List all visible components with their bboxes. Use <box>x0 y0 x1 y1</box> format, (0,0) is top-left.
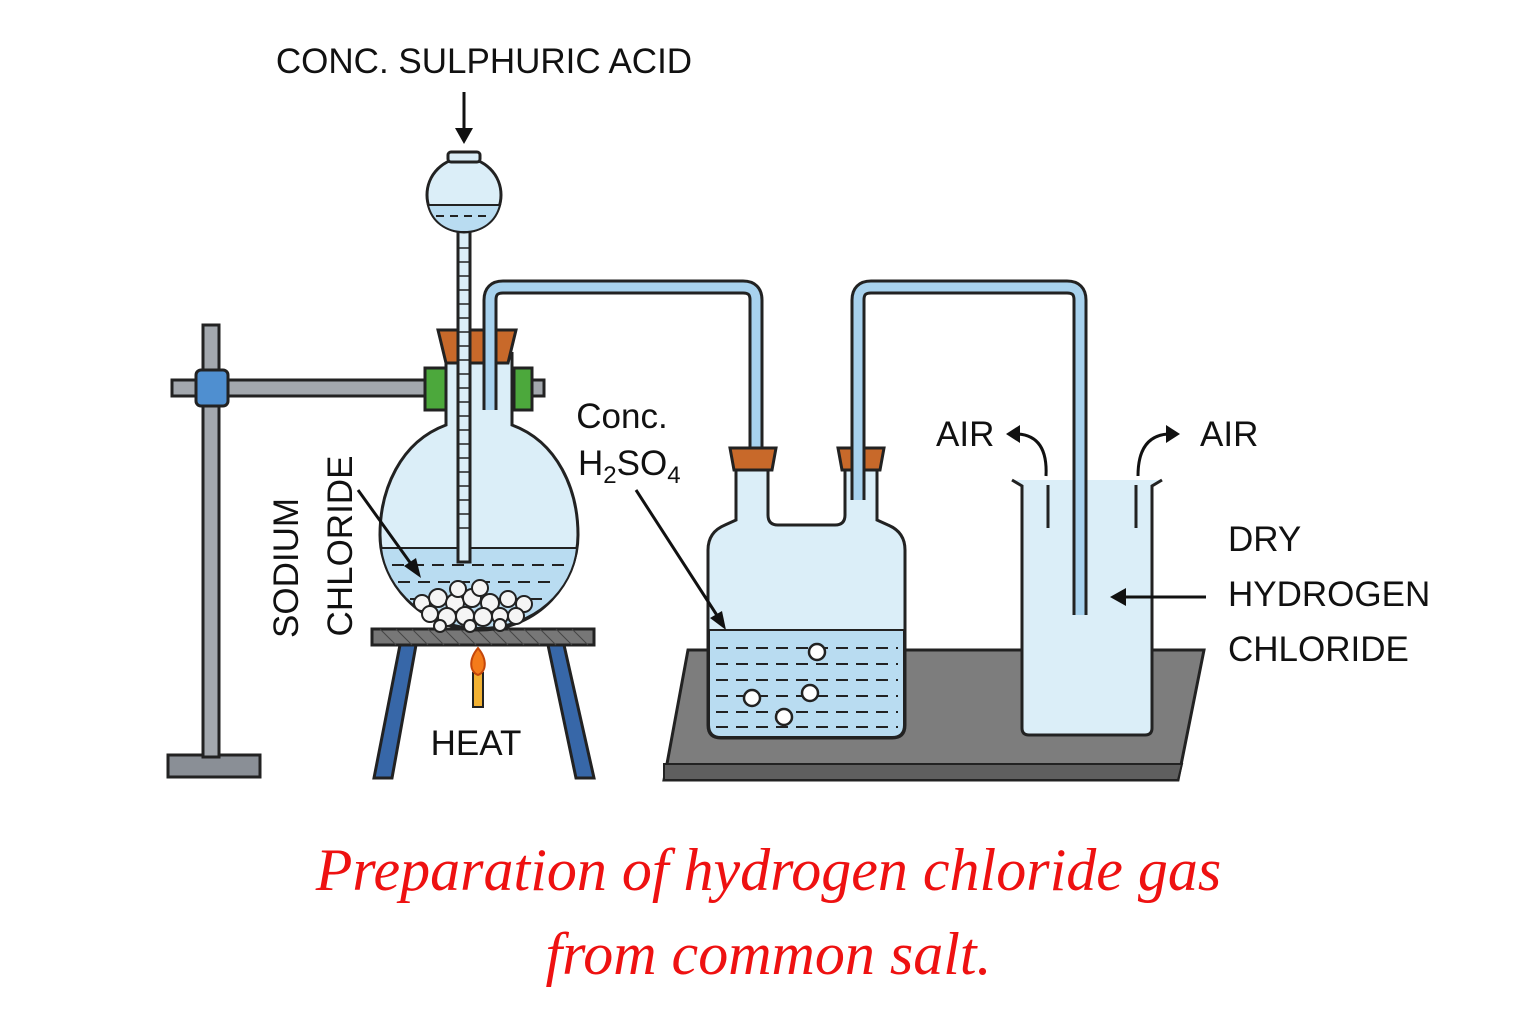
label-h2so4: H2SO4 <box>578 444 681 489</box>
pointer-arrows <box>356 432 1206 621</box>
boss-head <box>194 368 230 408</box>
clamp-jaw-left <box>423 366 449 412</box>
wash-bottle-cork-left <box>728 446 778 472</box>
h2so4-sub4: 4 <box>667 462 680 489</box>
label-chloride-vertical: CHLORIDE <box>321 456 360 637</box>
label-heat: HEAT <box>431 724 522 763</box>
funnel-stem-dashes <box>459 247 469 529</box>
h2so4-h: H <box>578 444 603 483</box>
dry-hcl-arrow-head <box>1110 588 1126 606</box>
flask-cork <box>436 328 518 365</box>
sodium-chloride-crystals <box>413 579 533 633</box>
clamp-jaw-right <box>512 366 534 412</box>
label-sodium: SODIUM <box>267 498 306 638</box>
caption-line-2: from common salt. <box>545 921 992 987</box>
thistle-funnel <box>425 92 503 564</box>
h2so4-so: SO <box>617 444 668 483</box>
funnel-stem <box>456 228 472 564</box>
wash-bottle <box>706 446 907 740</box>
label-air-left: AIR <box>936 415 994 454</box>
round-bottom-flask <box>378 328 580 633</box>
sodium-chloride-arrow-line <box>356 489 416 569</box>
wash-bottle-acid <box>708 629 905 738</box>
label-conc-sulphuric-acid: CONC. SULPHURIC ACID <box>276 42 692 81</box>
label-conc: Conc. <box>576 397 667 436</box>
label-dry: DRY <box>1228 520 1301 559</box>
burner-wick <box>472 672 484 708</box>
delivery-tube-2-inner <box>853 282 1085 615</box>
air-right-arrow-head <box>1166 425 1180 443</box>
gas-bubbles <box>742 642 827 727</box>
conc-h2so4-arrow-head <box>710 611 726 630</box>
gauze-mesh <box>379 628 589 646</box>
label-hydrogen: HYDROGEN <box>1228 575 1430 614</box>
label-chloride: CHLORIDE <box>1228 630 1409 669</box>
retort-stand <box>166 323 546 779</box>
air-left-arrow-line <box>1017 432 1048 477</box>
stand-rod <box>201 323 221 759</box>
arrow-heads <box>404 425 1180 630</box>
tripod-leg-left <box>372 643 418 780</box>
air-left-arrow-head <box>1006 425 1020 443</box>
wash-bottle-dashes <box>716 647 898 728</box>
funnel-rim <box>446 150 482 164</box>
tripod-leg-right <box>546 643 596 780</box>
funnel-bulb-acid <box>426 204 502 234</box>
sodium-chloride-arrow-head <box>404 558 421 578</box>
acid-arrow-head <box>455 128 473 144</box>
label-air-right: AIR <box>1200 415 1258 454</box>
h2so4-sub2: 2 <box>603 462 616 489</box>
caption-line-1: Preparation of hydrogen chloride gas <box>315 837 1222 903</box>
conc-h2so4-arrow-line <box>634 489 722 621</box>
burner-flame <box>470 646 486 677</box>
air-right-arrow-line <box>1136 432 1169 477</box>
tray-front-edge <box>663 763 1184 781</box>
delivery-tube-1-inner <box>485 282 761 690</box>
